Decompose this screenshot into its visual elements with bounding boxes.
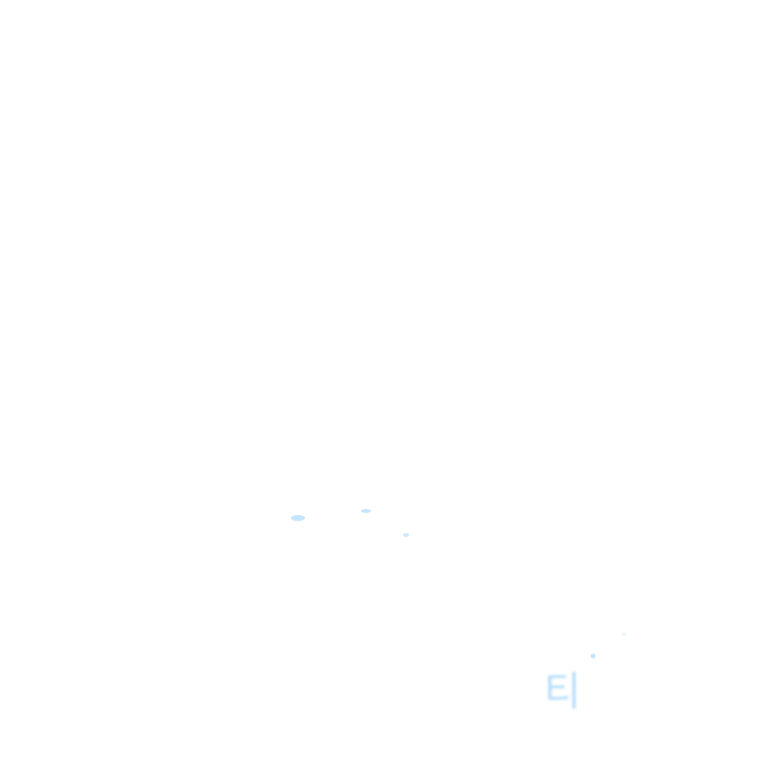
smudge-4 bbox=[590, 653, 596, 659]
smudge-1 bbox=[291, 515, 305, 521]
smudge-5 bbox=[622, 632, 626, 636]
faint-hangul-mark-icon: 티 bbox=[544, 669, 581, 715]
smudge-2 bbox=[361, 509, 371, 513]
smudge-3 bbox=[403, 533, 409, 537]
